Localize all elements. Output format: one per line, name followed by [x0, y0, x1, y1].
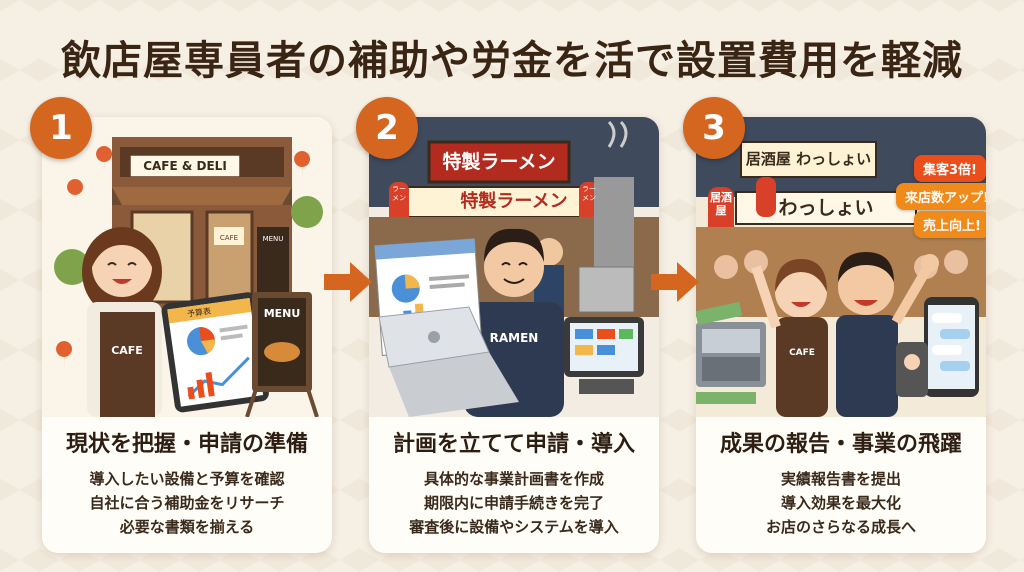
step-3-title: 成果の報告・事業の飛躍 — [719, 432, 962, 457]
menu-board-text: MENU — [264, 307, 301, 320]
step-1-line: 導入したい設備と予算を確認 — [89, 470, 285, 488]
step-2-line: 審査後に設備やシステムを導入 — [409, 518, 619, 536]
step-2-line: 期限内に申請手続きを完了 — [423, 494, 604, 512]
page-title: 飲店屋専員者の補助や労金を活で設置費用を軽減 — [61, 38, 963, 84]
step-3-description: 実績報告書を提出 導入効果を最大化 お店のさらなる成長へ — [696, 467, 986, 539]
step-2-line: 具体的な事業計画書を作成 — [423, 470, 604, 488]
ramen-front-sign-text: 特製ラーメン — [460, 191, 568, 212]
step-3-line: 実績報告書を提出 — [780, 470, 901, 488]
step-1-badge: 1 — [30, 97, 92, 159]
step-3-line: 導入効果を最大化 — [780, 494, 901, 512]
cafe-sign-text: CAFE & DELI — [143, 159, 227, 173]
arrow-right-icon — [651, 262, 699, 302]
izakaya-top-sign-text: 居酒屋 わっしょい — [745, 150, 872, 168]
cafe-sign — [130, 155, 240, 177]
step-2-title: 計画を立てて申請・導入 — [392, 432, 635, 457]
wall-menu-text: MENU — [263, 235, 284, 243]
lantern-right-text: ラーメン — [582, 185, 596, 202]
door-sign-text: CAFE — [220, 234, 238, 242]
result-bubble: 集客3倍! — [914, 155, 986, 182]
step-2-card: RAMEN 特製ラーメン 特製ラーメン ラーメン ラーメン 計画を立てて申請・ — [369, 117, 659, 553]
result-bubble: 売上向上! — [914, 211, 986, 238]
cafe-planning-illustration: CAFE MENU CAFE 予算表 — [42, 117, 332, 417]
result-bubble: 来店数アップ! — [896, 183, 986, 210]
step-1-title: 現状を把握・申請の準備 — [65, 432, 308, 457]
step-3-line: お店のさらなる成長へ — [765, 518, 916, 536]
arrow-right-icon — [324, 262, 372, 302]
ramen-top-sign-text: 特製ラーメン — [442, 151, 556, 173]
step-3-card: CAFE 居酒屋 わっしょい わっしょい 居酒屋 集客3倍! 来店数アップ! 売… — [696, 117, 986, 553]
step-3-badge: 3 — [683, 97, 745, 159]
izakaya-front-sign-text: わっしょい — [778, 197, 874, 219]
step-1-description: 導入したい設備と予算を確認 自社に合う補助金をリサーチ 必要な書類を揃える — [42, 467, 332, 539]
lantern-text: 居酒屋 — [710, 191, 732, 217]
step-1-line: 自社に合う補助金をリサーチ — [89, 494, 285, 512]
lantern-left-text: ラーメン — [392, 185, 406, 202]
ramen-shop-application-illustration: RAMEN — [369, 117, 659, 417]
step-1-card: CAFE MENU CAFE 予算表 — [42, 117, 332, 553]
step-2-description: 具体的な事業計画書を作成 期限内に申請手続きを完了 審査後に設備やシステムを導入 — [369, 467, 659, 539]
apron-text: CAFE — [789, 348, 815, 358]
step-2-badge: 2 — [356, 97, 418, 159]
apron-text: RAMEN — [490, 331, 539, 345]
tablet-header-text: 予算表 — [186, 306, 211, 319]
apron-text: CAFE — [111, 344, 143, 357]
step-1-line: 必要な書類を揃える — [119, 518, 255, 536]
